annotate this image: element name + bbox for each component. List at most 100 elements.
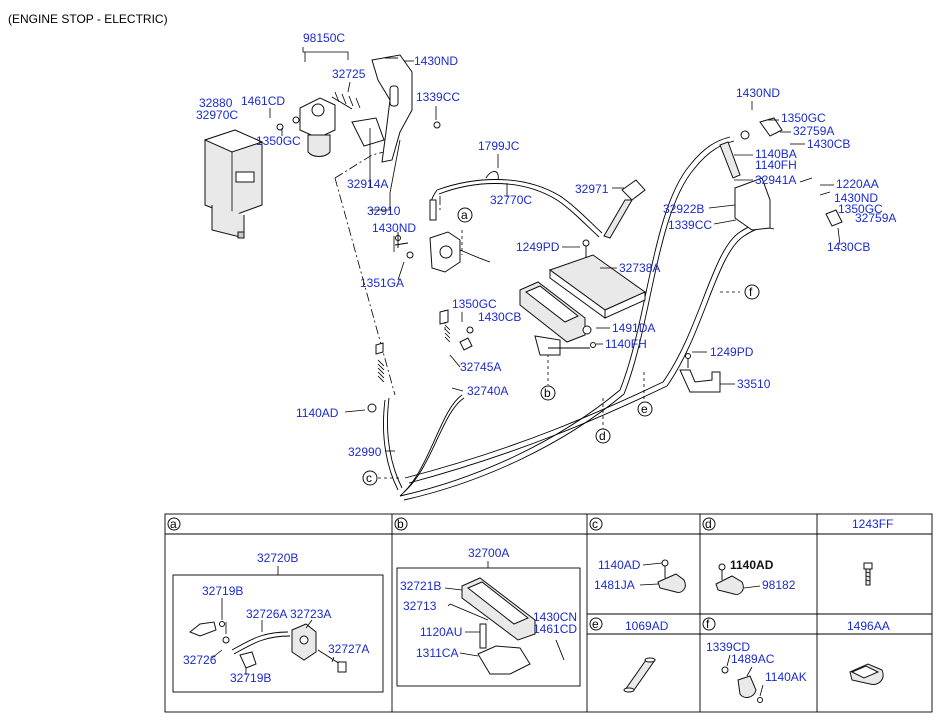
actuator-part [276, 91, 361, 157]
svg-text:a: a [170, 517, 177, 531]
callout-e: e [637, 401, 653, 417]
label-1140BA: 1140BA [755, 147, 797, 161]
header-c: c [589, 517, 603, 531]
panel-a: 32720B 32719B 32726A 32723A 32726 32719B… [172, 551, 384, 693]
pedal-part [519, 281, 590, 356]
label-1249PD-b: 1249PD [710, 345, 754, 359]
label-32990: 32990 [348, 445, 382, 459]
callout-d: d [595, 428, 611, 444]
header-f: f [702, 617, 716, 631]
label-1339CC-b: 1339CC [668, 218, 712, 232]
label-32759A-b: 32759A [855, 211, 896, 225]
svg-text:c: c [366, 471, 372, 485]
header-b: b [394, 517, 408, 531]
label-32720B: 32720B [257, 551, 298, 565]
spring-cable-part [367, 309, 474, 413]
svg-text:b: b [397, 517, 404, 531]
label-1140FH-b: 1140FH [755, 158, 797, 172]
reference-table: a b c d 1243FF e 1069AD f 1496AA 32720B [164, 513, 933, 713]
label-1140AD: 1140AD [296, 406, 339, 420]
label-98182: 98182 [762, 578, 796, 592]
label-32700A: 32700A [468, 546, 509, 560]
label-1350GC-b: 1350GC [452, 297, 497, 311]
label-32740A: 32740A [467, 384, 508, 398]
label-1350GC-c: 1350GC [781, 111, 826, 125]
panel-b: 32700A 32721B 32713 1430CN 1461CD 1120AU… [396, 546, 581, 687]
label-1220AA: 1220AA [836, 177, 879, 191]
lower-bracket-part [679, 353, 721, 393]
label-33510: 33510 [737, 377, 771, 391]
cable-group [383, 136, 775, 501]
panel-f: 1339CD 1489AC 1140AK [706, 640, 807, 703]
small-hardware [395, 171, 596, 348]
label-32713: 32713 [403, 599, 437, 613]
clip-1496AA [849, 663, 884, 685]
right-bracket-part [719, 117, 843, 231]
svg-text:d: d [705, 517, 712, 531]
label-1491DA: 1491DA [612, 321, 655, 335]
label-1489AC: 1489AC [731, 652, 775, 666]
callout-a: a [457, 207, 473, 223]
label-1350GC-d: 1350GC [838, 202, 883, 216]
label-1350GC: 1350GC [256, 134, 301, 148]
label-32970C: 32970C [196, 108, 238, 122]
label-32971: 32971 [575, 182, 609, 196]
label-1481JA: 1481JA [594, 578, 635, 592]
svg-text:c: c [592, 517, 598, 531]
label-1120AU: 1120AU [420, 625, 462, 639]
header-1496AA: 1496AA [847, 619, 890, 633]
label-1140AD-d: 1140AD [730, 558, 774, 572]
bracket-part [351, 54, 441, 163]
header-d: d [702, 517, 716, 531]
panel-d: 1140AD 98182 [715, 558, 796, 595]
label-1430CB-c: 1430CB [827, 240, 870, 254]
label-1461CD: 1461CD [241, 94, 285, 108]
bolt-1243FF [863, 562, 873, 586]
header-1069AD: 1069AD [625, 619, 669, 633]
label-32727A: 32727A [328, 642, 369, 656]
label-32770C: 32770C [490, 193, 532, 207]
label-1351GA: 1351GA [360, 276, 404, 290]
cable-end-part [603, 179, 646, 239]
callout-b: b [540, 385, 556, 401]
svg-text:e: e [592, 617, 599, 631]
header-a: a [167, 517, 181, 531]
label-1430CB-b: 1430CB [807, 137, 850, 151]
label-1249PD: 1249PD [516, 240, 560, 254]
label-leaders [269, 47, 841, 452]
header-1243FF: 1243FF [852, 517, 893, 531]
label-1799JC: 1799JC [478, 139, 520, 153]
lever-part [394, 199, 491, 273]
label-32914A: 32914A [347, 177, 388, 191]
label-1461CD-b: 1461CD [533, 622, 577, 636]
label-98150C: 98150C [303, 31, 345, 45]
pipe-1069AD [623, 657, 656, 693]
label-32738A: 32738A [619, 261, 660, 275]
label-32759A: 32759A [793, 124, 834, 138]
label-1339CD: 1339CD [706, 640, 750, 654]
callout-c: c [362, 470, 378, 486]
svg-text:a: a [461, 208, 468, 222]
svg-text:d: d [599, 429, 606, 443]
pedal-pad-part [548, 254, 647, 319]
label-1339CC: 1339CC [416, 90, 460, 104]
label-1430ND: 1430ND [414, 54, 458, 68]
label-1140AK: 1140AK [765, 670, 807, 684]
label-1311CA: 1311CA [416, 646, 458, 660]
label-32922B: 32922B [663, 202, 704, 216]
callout-f: f [744, 284, 760, 300]
label-32880: 32880 [199, 96, 233, 110]
label-32726: 32726 [183, 653, 217, 667]
control-box-part [203, 129, 264, 239]
label-32721B: 32721B [400, 579, 441, 593]
label-1430CN: 1430CN [533, 610, 577, 624]
svg-text:f: f [706, 617, 710, 631]
label-1430ND-d: 1430ND [834, 191, 878, 205]
svg-text:e: e [641, 402, 648, 416]
svg-text:b: b [544, 386, 551, 400]
label-1430ND-b: 1430ND [372, 221, 416, 235]
diagram-title: (ENGINE STOP - ELECTRIC) [8, 12, 168, 26]
label-1430CB: 1430CB [478, 310, 521, 324]
label-32745A: 32745A [460, 360, 501, 374]
